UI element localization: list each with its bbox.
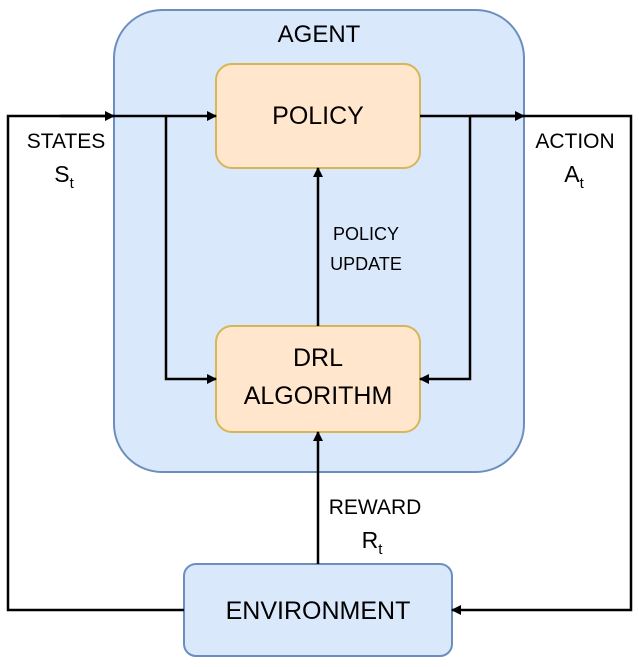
action-symbol: At <box>564 161 584 192</box>
policy-update-label-line2: UPDATE <box>330 254 402 274</box>
policy-update-label-line1: POLICY <box>333 224 399 244</box>
environment-label: ENVIRONMENT <box>226 597 411 625</box>
action-to-drl-arrow <box>419 116 472 384</box>
states-symbol: St <box>54 161 74 192</box>
policy-label: POLICY <box>272 102 364 130</box>
drl-algorithm-box <box>215 325 421 433</box>
action-arrow <box>420 114 633 615</box>
reward-label: REWARD <box>329 496 422 519</box>
drl-algorithm-label-line1: DRL <box>293 344 343 372</box>
states-label: STATES <box>27 130 106 153</box>
drl-algorithm-label-line2: ALGORITHM <box>244 382 393 410</box>
states-to-drl-arrow <box>164 116 217 384</box>
reward-symbol: Rt <box>362 527 384 558</box>
agent-label: AGENT <box>278 21 361 48</box>
action-label: ACTION <box>535 130 614 153</box>
